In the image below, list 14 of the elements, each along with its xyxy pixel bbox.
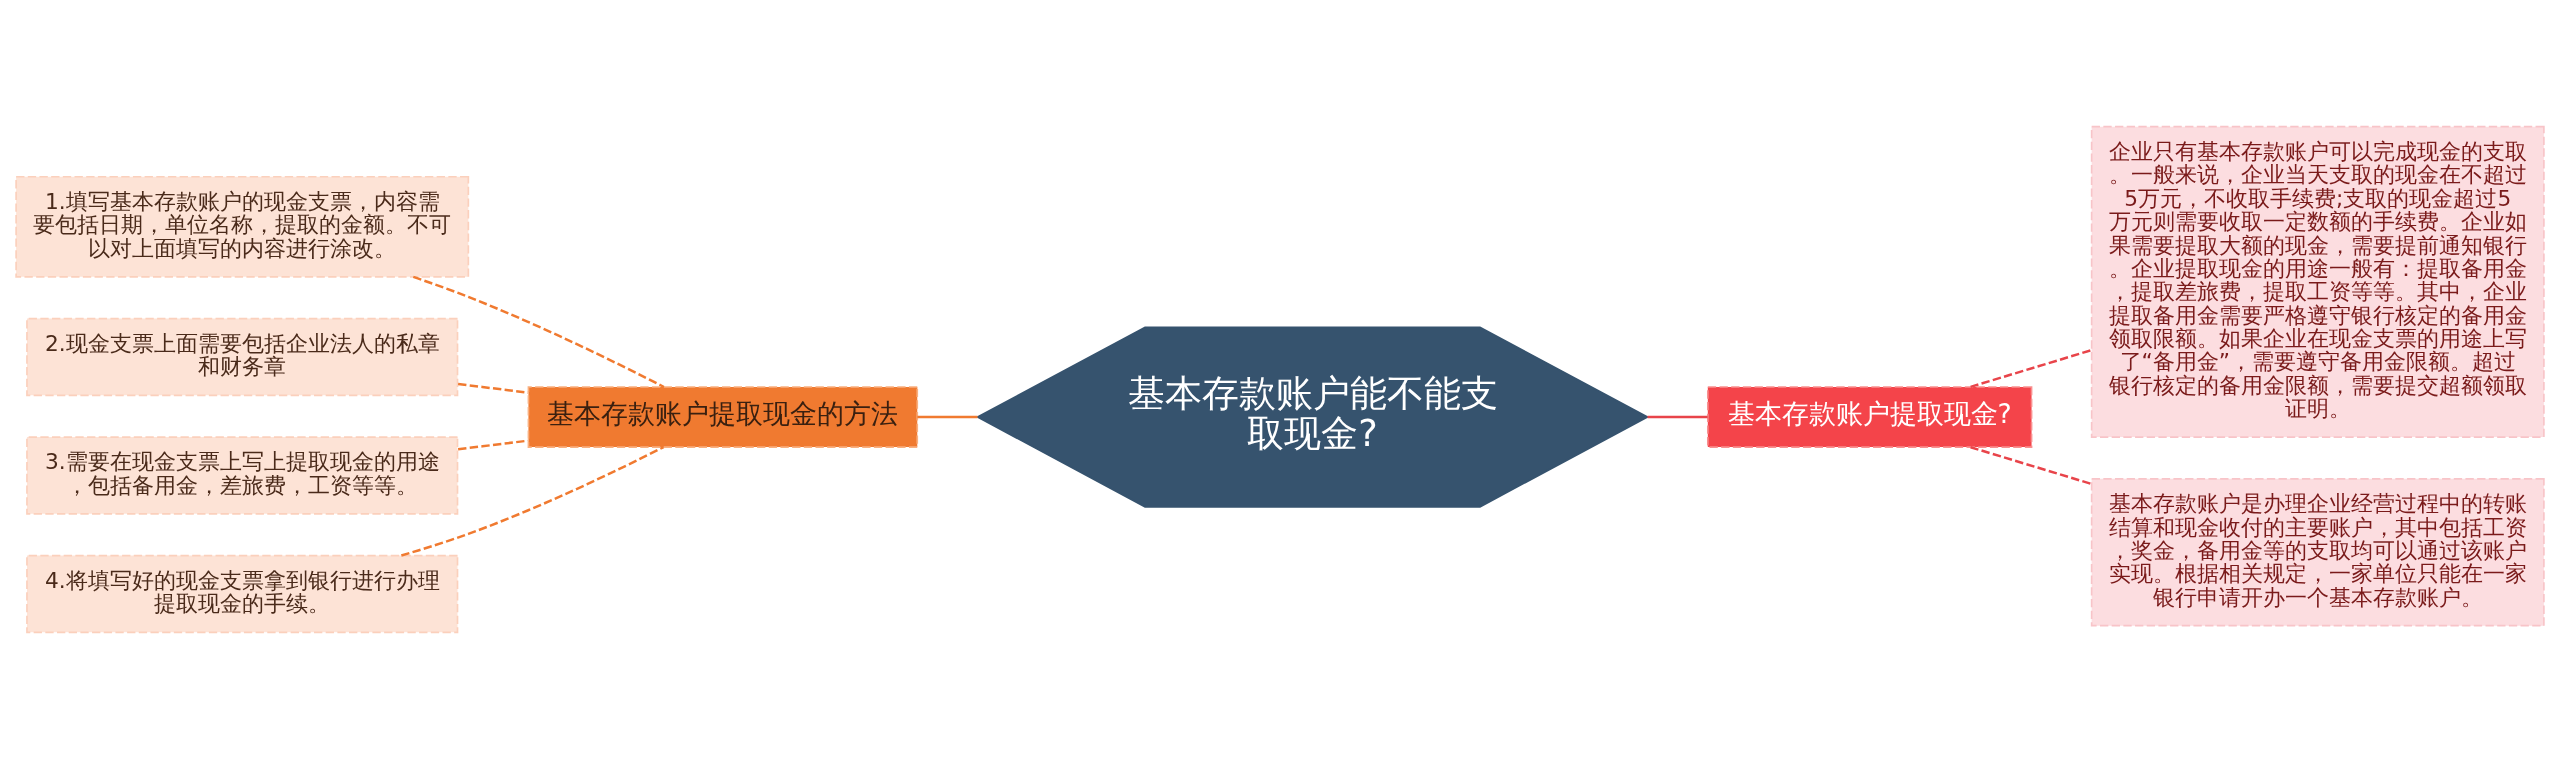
connector <box>1647 415 1708 419</box>
connector <box>401 445 665 557</box>
connector <box>1970 446 2092 486</box>
node-box: 基本存款账户是办理企业经营过程中的转账结算和现金收付的主要账户，其中包括工资，奖金，备用金等的支取均可以通过该账户实现。根据相关规定，一家单位只能在一家银行申请开办一个基本存款账户。 <box>2090 477 2545 627</box>
connector <box>917 415 978 419</box>
node-box: 企业只有基本存款账户可以完成现金的支取。一般来说，企业当天支取的现金在不超过5万元，不收取手续费;支取的现金超过5万元则需要收取一定数额的手续费。企业如果需要提取大额的现金，需要提前通知银行。企业提取现金的用途一般有：提取备用金，提取差旅费，提取工资等等。其中，企业提取备用金需要严格遵守银行核定的备用金领取限额。如果企业在现金支票的用途上写了“备用金”，需要遵守备用金限额。超过银行核定的备用金限额，需要提交超额领取证明。 <box>2090 125 2545 438</box>
node-box: 基本存款账户提取现金的方法 <box>527 386 919 448</box>
node-box: 3.需要在现金支票上写上提取现金的用途，包括备用金，差旅费，工资等等。 <box>26 436 459 515</box>
node-box: 2.现金支票上面需要包括企业法人的私章和财务章 <box>26 317 459 397</box>
connector <box>1970 349 2092 389</box>
node-box: 4.将填写好的现金支票拿到银行进行办理提取现金的手续。 <box>26 554 459 634</box>
connector <box>412 275 665 389</box>
node-box: 1.填写基本存款账户的现金支票，内容需要包括日期，单位名称，提取的金额。不可以对上面填写的内容进行涂改。 <box>15 175 470 278</box>
node-box: 基本存款账户提取现金? <box>1707 386 2033 448</box>
